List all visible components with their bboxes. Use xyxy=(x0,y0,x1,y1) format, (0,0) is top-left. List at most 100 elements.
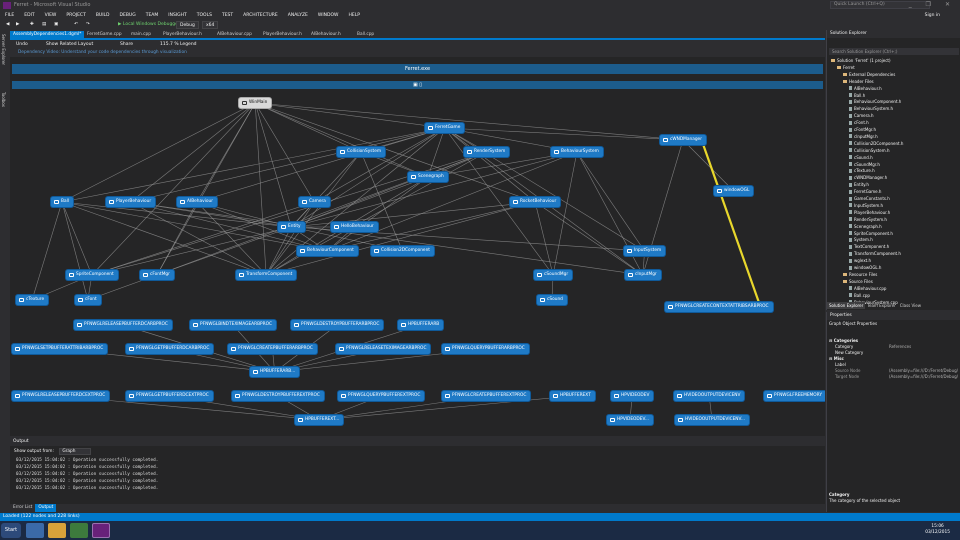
solution-tree-item[interactable]: TransformComponent.h xyxy=(849,251,901,257)
redo-icon[interactable]: ↷ xyxy=(86,22,90,27)
solution-tree-item[interactable]: TextComponent.h xyxy=(849,244,889,250)
solution-tree-item[interactable]: BehaviourSystem.h xyxy=(849,106,893,112)
forward-icon[interactable]: ▶ xyxy=(16,22,20,27)
node-createpbuffer[interactable]: PFNWGLCREATEPBUFFERARBPROC xyxy=(228,344,317,354)
node-ctexture[interactable]: cTexture xyxy=(16,295,49,305)
solution-tree-item[interactable]: Ball.cpp xyxy=(849,293,870,299)
node-cfont[interactable]: cFont xyxy=(75,295,101,305)
tab-ball-cpp[interactable]: Ball.cpp xyxy=(357,32,375,37)
node-behaviourcomponent[interactable]: BehaviourComponent xyxy=(297,246,358,256)
property-name[interactable]: New Category xyxy=(835,350,864,355)
configuration-dropdown[interactable]: Debug xyxy=(176,21,199,29)
tab-solution-explorer[interactable]: Solution Explorer xyxy=(827,302,866,309)
tab-main-cpp[interactable]: main.cpp xyxy=(131,32,151,37)
solution-tree-item[interactable]: cTexture.h xyxy=(849,168,875,174)
menu-insight[interactable]: INSIGHT xyxy=(168,13,187,18)
node-hvideooutputdevicenv[interactable]: HVIDEOOUTPUTDEVICENV xyxy=(674,391,745,401)
graph-edge[interactable] xyxy=(130,201,267,276)
node-spritecomponent[interactable]: SpriteComponent xyxy=(66,270,118,280)
graph-edge[interactable] xyxy=(265,127,445,276)
tab-assembly-dependencies[interactable]: AssemblyDependencies1.dgml* xyxy=(10,31,85,38)
back-icon[interactable]: ◀ xyxy=(6,22,10,27)
solution-tree-item[interactable]: PlayerBehaviour.h xyxy=(849,210,890,216)
property-name[interactable]: Label xyxy=(835,362,846,367)
graph-edge[interactable] xyxy=(130,201,328,252)
menu-test[interactable]: TEST xyxy=(221,13,234,18)
graph-edge[interactable] xyxy=(254,102,315,203)
graph-edge[interactable] xyxy=(156,201,198,276)
tab-output[interactable]: Output xyxy=(35,504,57,512)
graph-edge[interactable] xyxy=(61,201,93,276)
ie-taskbar-icon[interactable] xyxy=(26,523,44,538)
node-camera[interactable]: Camera xyxy=(299,197,330,207)
node-aibehaviour[interactable]: AIBehaviour xyxy=(177,197,218,207)
node-releaseteximage[interactable]: PFNWGLRELEASETEXIMAGEARBPROC xyxy=(336,344,431,354)
graph-edge[interactable] xyxy=(291,151,487,228)
graph-edge[interactable] xyxy=(61,102,256,203)
graph-edge[interactable] xyxy=(265,201,315,276)
node-collisionsystem[interactable]: CollisionSystem xyxy=(337,147,386,157)
dependency-video-link[interactable]: Dependency Video: Understand your code d… xyxy=(18,50,187,55)
graph-edge[interactable] xyxy=(291,176,428,228)
undo-button[interactable]: Undo xyxy=(16,42,28,47)
node-hpbufferarb-collapsed[interactable]: HPBUFFERARB... xyxy=(250,367,300,377)
solution-tree-item[interactable]: Camera.h xyxy=(849,113,874,119)
node-scenegraph[interactable]: Scenegraph xyxy=(408,172,448,182)
graph-edge[interactable] xyxy=(444,127,683,141)
solution-tree-item[interactable]: SpriteComponent.h xyxy=(849,231,893,237)
graph-edge[interactable] xyxy=(91,201,315,276)
graph-edge[interactable] xyxy=(319,395,573,421)
properties-object-selector[interactable]: Graph Object Properties xyxy=(829,321,878,326)
graph-edge[interactable] xyxy=(91,102,256,276)
tab-ferretgame-cpp[interactable]: FerretGame.cpp xyxy=(87,32,122,37)
node-rendersystem[interactable]: RenderSystem xyxy=(464,147,510,157)
menu-debug[interactable]: DEBUG xyxy=(119,13,136,18)
node-setpbufferattrib[interactable]: PFNWGLSETPBUFFERATTRIBARBPROC xyxy=(12,344,108,354)
graph-edge[interactable] xyxy=(291,151,577,228)
node-createpbuffer-ext[interactable]: PFNWGLCREATEPBUFFEREXTPROC xyxy=(442,391,531,401)
graph-edge[interactable] xyxy=(255,102,684,141)
graph-edge[interactable] xyxy=(130,201,643,276)
graph-edge[interactable] xyxy=(156,226,292,276)
solution-tree-item[interactable]: AIBehaviour.h xyxy=(849,86,882,92)
node-inputsystem[interactable]: InputSystem xyxy=(624,246,666,256)
node-destroypbuffer-ext[interactable]: PFNWGLDESTROYPBUFFEREXTPROC xyxy=(232,391,324,401)
menu-tools[interactable]: TOOLS xyxy=(196,13,212,18)
solution-tree-item[interactable]: Entity.h xyxy=(849,182,869,188)
solution-tree-item[interactable]: cInputMgr.h xyxy=(849,134,878,140)
tab-error-list[interactable]: Error List xyxy=(13,505,33,510)
solution-tree-item[interactable]: Scenegraph.h xyxy=(849,224,882,230)
solution-tree-item[interactable]: FerretGame.h xyxy=(849,189,881,195)
node-rocketbehaviour[interactable]: RocketBehaviour xyxy=(510,197,561,207)
solution-tree-item[interactable]: cFont.h xyxy=(849,120,869,126)
node-querypbuffer[interactable]: PFNWGLQUERYPBUFFERARBPROC xyxy=(442,344,529,354)
save-icon[interactable]: ▣ xyxy=(54,22,59,27)
node-hpbufferarb[interactable]: HPBUFFERARB xyxy=(398,320,444,330)
window-controls[interactable]: _ ❐ ✕ xyxy=(908,1,956,8)
selected-graph-edge[interactable] xyxy=(701,143,760,303)
node-releasepbufferdc[interactable]: PFNWGLRELEASEPBUFFERDCARBPROC xyxy=(74,320,172,330)
graph-edge[interactable] xyxy=(130,102,256,203)
node-hvideooutput-collapsed[interactable]: HVIDEOOUTPUTDEVICENV... xyxy=(675,415,749,425)
start-debugger-button[interactable]: ▶ Local Windows Debugger xyxy=(118,22,180,27)
node-cwndmanager[interactable]: cWNDManager xyxy=(660,135,706,145)
graph-edge[interactable] xyxy=(196,127,445,203)
solution-tree-item[interactable]: System.h xyxy=(849,237,873,243)
graph-edge[interactable] xyxy=(266,151,487,276)
solution-tree-item[interactable]: RenderSystem.h xyxy=(849,217,887,223)
solution-tree-item[interactable]: Resource Files xyxy=(843,272,877,278)
layout-button[interactable]: Layout xyxy=(78,42,94,47)
solution-tree-item[interactable]: windowOGL.h xyxy=(849,265,881,271)
graph-edge[interactable] xyxy=(255,102,362,153)
node-createcontextattribs[interactable]: PFNWGLCREATECONTEXTATTRIBSARBPROC xyxy=(665,302,773,312)
menu-edit[interactable]: EDIT xyxy=(24,13,35,18)
graph-edge[interactable] xyxy=(576,151,645,252)
tab-aibehaviour-cpp[interactable]: AIBehaviour.cpp xyxy=(217,32,252,37)
node-hpbufferext[interactable]: HPBUFFEREXT xyxy=(550,391,595,401)
solution-tree-item[interactable]: Ferret xyxy=(837,65,855,71)
sign-in-link[interactable]: Sign in xyxy=(924,13,940,18)
solution-tree-item[interactable]: GameConstants.h xyxy=(849,196,890,202)
solution-tree-item[interactable]: cSound.h xyxy=(849,155,873,161)
tab-team-explorer[interactable]: Team Explorer xyxy=(867,303,896,308)
graph-edge[interactable] xyxy=(91,226,292,276)
